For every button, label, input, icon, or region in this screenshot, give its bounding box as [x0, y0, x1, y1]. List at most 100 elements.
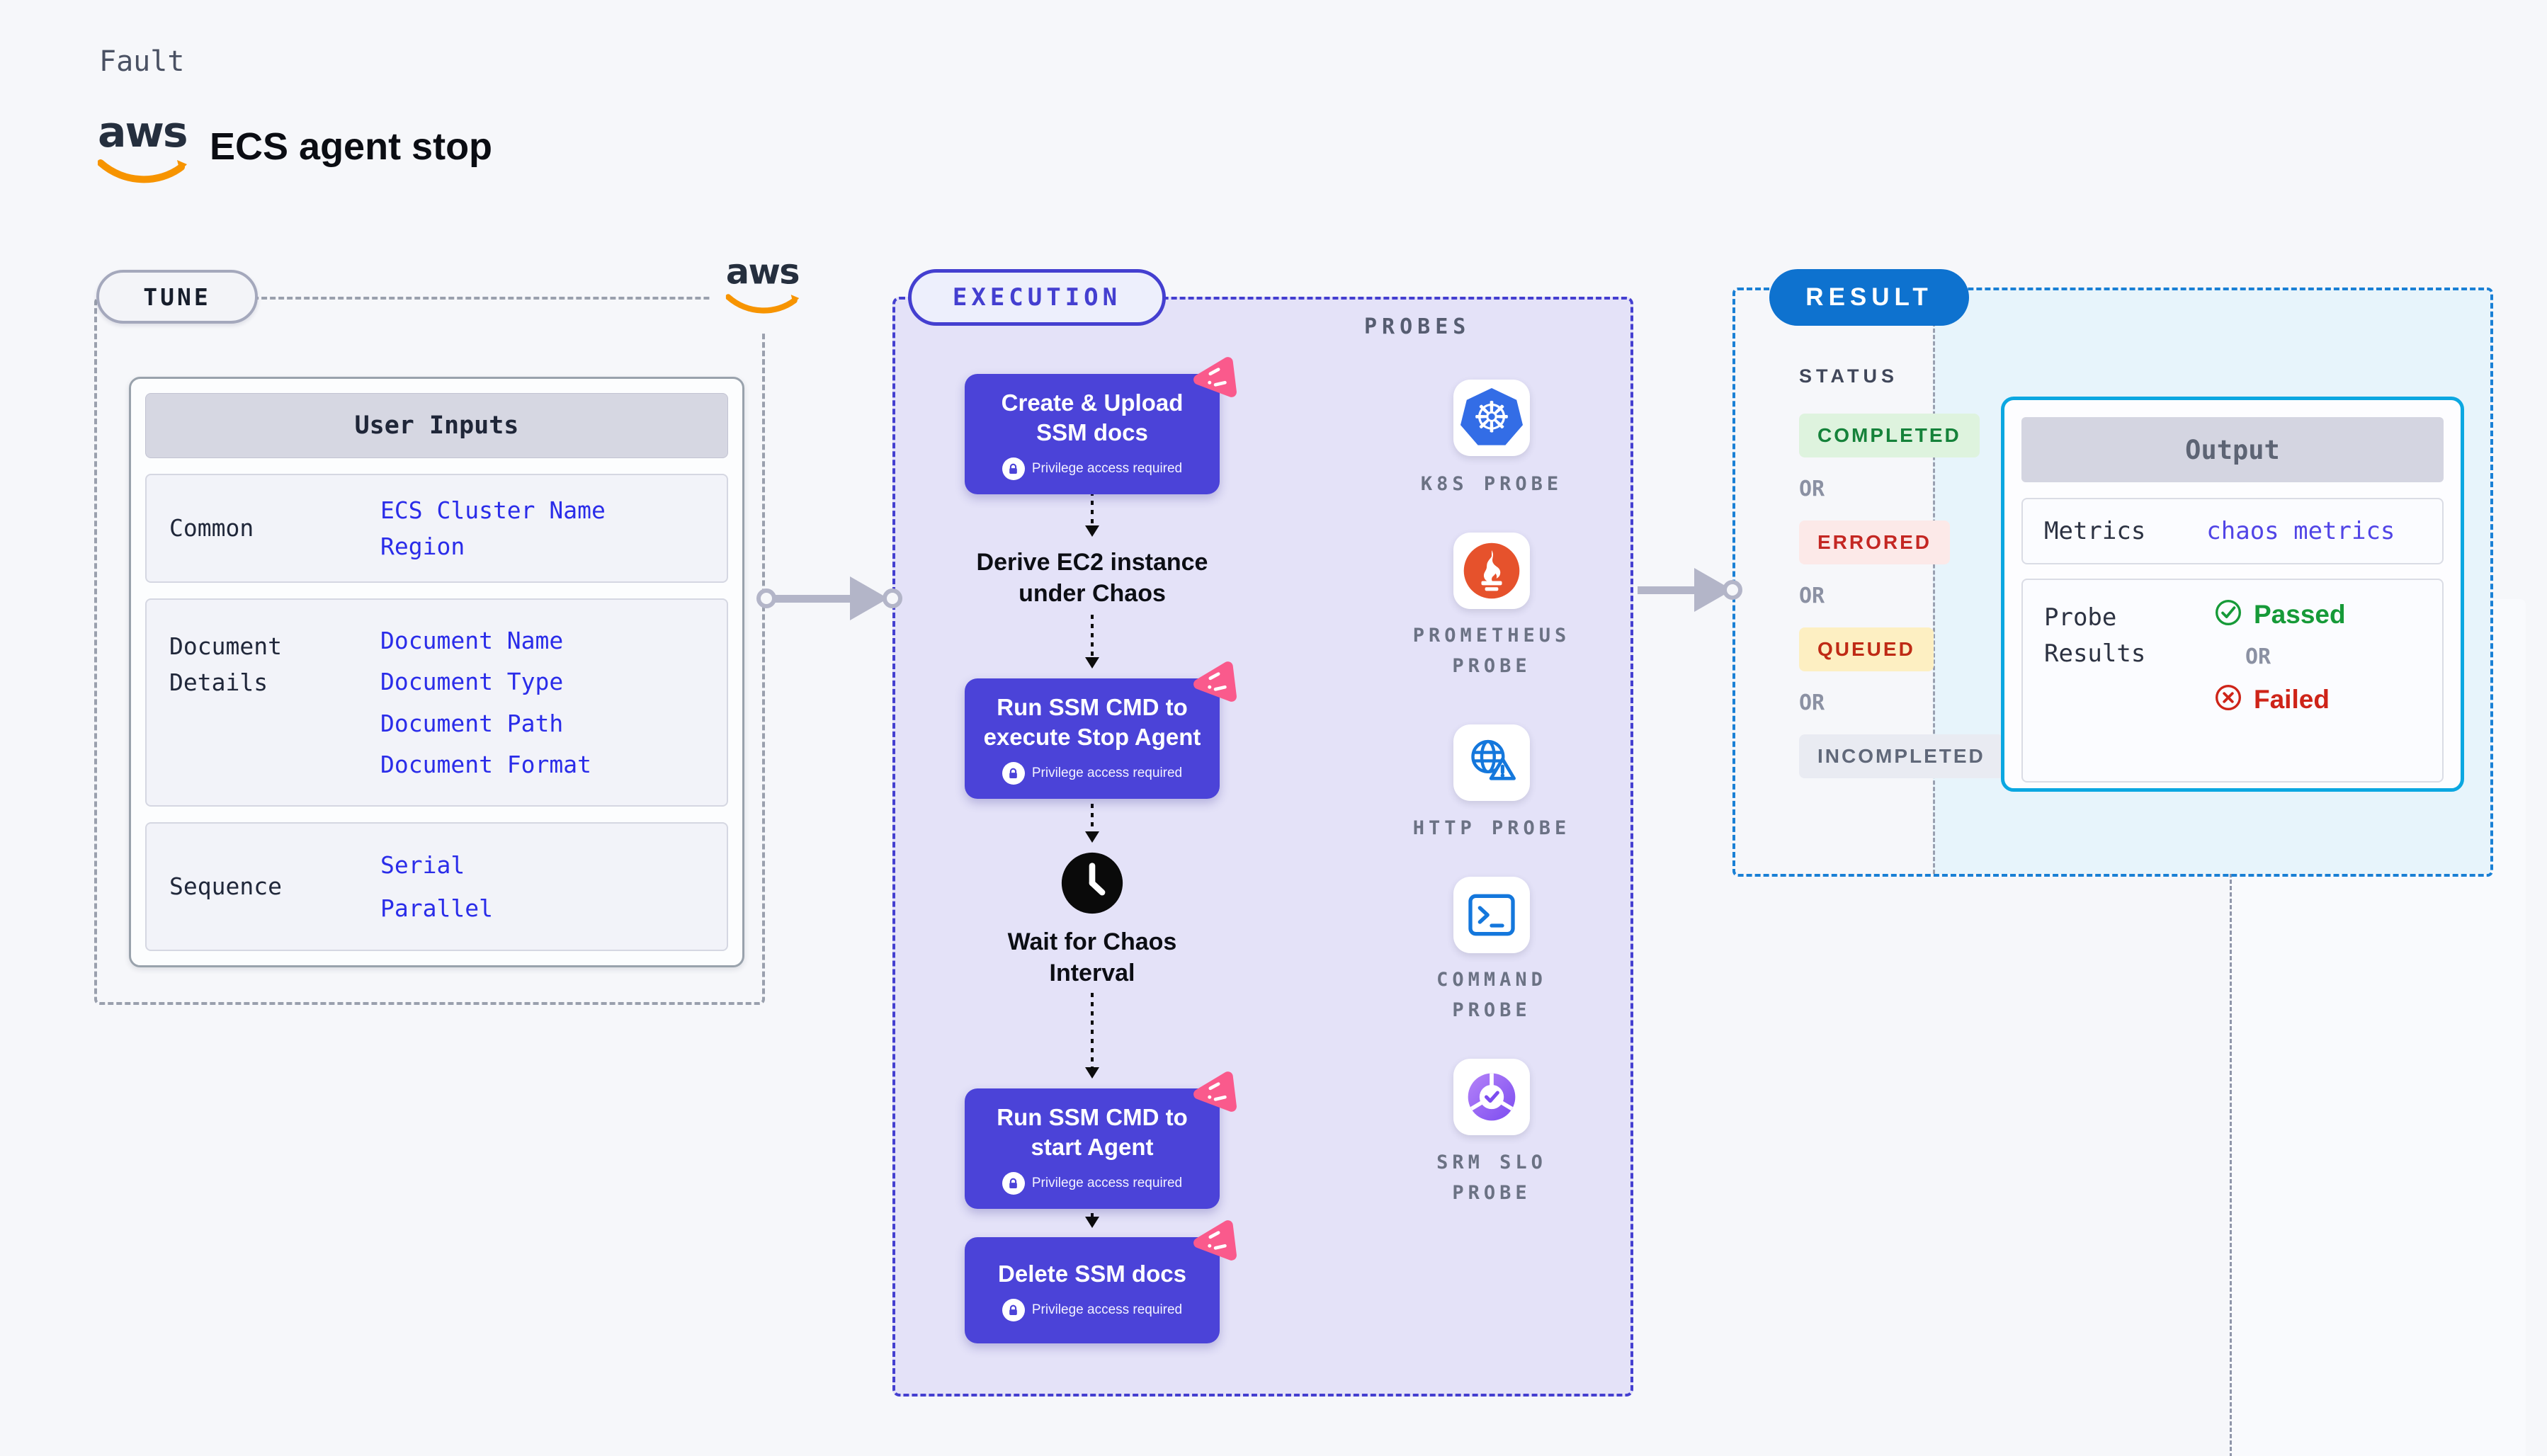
probe-card — [1453, 533, 1530, 609]
lock-icon — [1009, 463, 1018, 474]
arrow-endpoint-circle — [1723, 580, 1742, 600]
chaos-sparkle-icon — [1193, 1220, 1237, 1261]
step-title: Run SSM CMD to execute Stop Agent — [983, 694, 1201, 751]
arrow-endpoint-circle — [883, 588, 902, 608]
privilege-badge: Privilege access required — [1002, 457, 1183, 481]
privilege-label: Privilege access required — [1031, 461, 1183, 477]
step-connector-arrow — [1085, 491, 1099, 537]
passed-icon-slot — [2214, 598, 2242, 630]
arrow-shaft — [1638, 586, 1697, 594]
input-value: Serial — [380, 851, 465, 880]
status-badge-completed: COMPLETED — [1799, 414, 1980, 457]
tune-section-box — [94, 297, 765, 1005]
aws-smile-icon — [98, 159, 187, 183]
step-title: Create & Upload SSM docs — [1001, 389, 1184, 446]
probe-card — [1453, 724, 1530, 801]
probe-results-values: Passed OR Failed — [2214, 598, 2346, 781]
probe-failed-row: Failed — [2214, 683, 2346, 715]
tune-section-pill: TUNE — [96, 270, 258, 324]
execution-step-button: Run SSM CMD to start Agent Privilege acc… — [965, 1071, 1237, 1210]
output-card: Output Metrics chaos metrics Probe Resul… — [2001, 397, 2464, 792]
chaos-sparkle-icon — [1193, 661, 1237, 702]
metrics-label: Metrics — [2044, 517, 2146, 545]
status-badge-errored: ERRORED — [1799, 521, 1951, 564]
passed-check-icon — [2216, 600, 2241, 625]
privilege-label: Privilege access required — [1031, 1176, 1183, 1191]
fault-eyebrow-label: Fault — [99, 45, 185, 78]
metrics-row: Metrics chaos metrics — [2021, 498, 2444, 564]
clock-icon — [1061, 852, 1123, 914]
failed-icon-slot — [2214, 683, 2242, 715]
probe-label: HTTP PROBE — [1412, 817, 1571, 839]
execution-step-button: Delete SSM docs Privilege access require… — [965, 1220, 1237, 1343]
lock-icon — [1009, 1178, 1018, 1188]
or-separator: OR — [1799, 584, 1825, 608]
passed-label: Passed — [2254, 599, 2346, 629]
input-value: Document Path — [380, 709, 564, 737]
prometheus-icon — [1463, 542, 1520, 599]
or-separator: OR — [1799, 477, 1825, 501]
aws-logo: aws — [98, 111, 191, 183]
probe-results-label: Probe Results — [2044, 603, 2146, 668]
command-terminal-icon — [1468, 894, 1515, 936]
arrow-endpoint-circle — [756, 588, 776, 608]
lock-icon-circle — [1002, 762, 1025, 785]
group-label: Sequence — [169, 872, 282, 901]
execution-wait-step: Wait for Chaos Interval — [965, 851, 1220, 989]
user-inputs-header: User Inputs — [145, 393, 728, 458]
privilege-badge: Privilege access required — [1002, 1172, 1182, 1195]
step-connector-arrow — [1085, 993, 1099, 1079]
privilege-label: Privilege access required — [1031, 1302, 1183, 1318]
input-value: Document Name — [380, 626, 564, 654]
execution-step-button: Create & Upload SSM docs Privilege acces… — [965, 357, 1237, 495]
aws-logo-small-wrap: aws — [711, 251, 817, 333]
aws-logo-text: aws — [725, 251, 800, 292]
execution-section-pill: EXECUTION — [908, 269, 1166, 326]
probe-card — [1453, 877, 1530, 953]
or-separator: OR — [1799, 690, 1825, 715]
aws-smile-icon — [725, 294, 800, 314]
lock-icon-circle — [1002, 457, 1025, 481]
failed-label: Failed — [2254, 684, 2330, 714]
input-value: Parallel — [380, 894, 493, 922]
input-value: ECS Cluster Name — [380, 496, 606, 524]
arrow-shaft — [775, 595, 853, 603]
group-label: Common — [169, 514, 254, 542]
lock-icon-circle — [1002, 1299, 1025, 1322]
step-connector-arrow — [1085, 615, 1099, 669]
probe-card — [1453, 1059, 1530, 1135]
step-title: Run SSM CMD to start Agent — [997, 1104, 1188, 1161]
probe-label: PROMETHEUS PROBE — [1412, 625, 1571, 678]
output-header: Output — [2021, 417, 2444, 482]
probes-column-label: PROBES — [1364, 314, 1471, 339]
step-title: Wait for Chaos Interval — [1007, 928, 1177, 987]
step-title: Delete SSM docs — [998, 1260, 1186, 1287]
lock-icon — [1009, 768, 1018, 778]
step-connector-arrow — [1085, 1204, 1099, 1228]
execution-step-button: Run SSM CMD to execute Stop Agent Privil… — [965, 661, 1237, 800]
status-badge-queued: QUEUED — [1799, 627, 1934, 671]
privilege-badge: Privilege access required — [1002, 762, 1182, 785]
metrics-value: chaos metrics — [2206, 517, 2395, 545]
srm-slo-icon — [1468, 1073, 1516, 1121]
probe-card: ☸ — [1453, 380, 1530, 456]
probe-results-row: Probe Results Passed OR Failed — [2021, 579, 2444, 783]
execution-step-text: Derive EC2 instance under Chaos — [976, 549, 1208, 608]
input-value: Document Format — [380, 751, 592, 779]
probe-passed-row: Passed — [2214, 598, 2346, 630]
aws-logo-small: aws — [725, 251, 802, 314]
lock-icon-circle — [1002, 1172, 1025, 1195]
step-connector-arrow — [1085, 795, 1099, 843]
group-label: Document Details — [169, 632, 282, 697]
probe-label: COMMAND PROBE — [1436, 969, 1547, 1022]
page-title: ECS agent stop — [210, 125, 493, 168]
probe-label: SRM SLO PROBE — [1436, 1151, 1547, 1205]
